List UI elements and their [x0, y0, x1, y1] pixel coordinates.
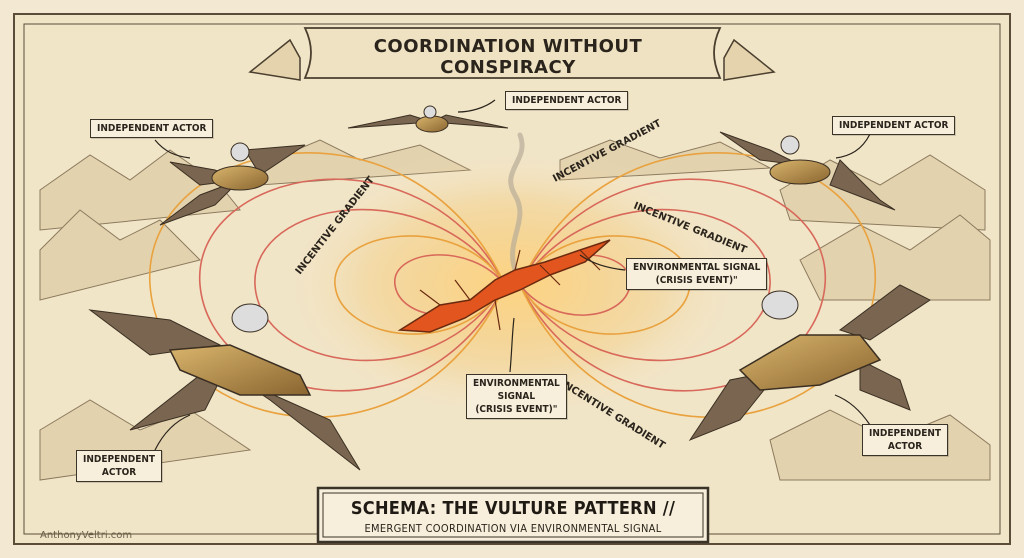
schema-caption: SCHEMA: THE VULTURE PATTERN // EMERGENT … — [318, 490, 708, 542]
credit-watermark: AnthonyVeltri.com — [40, 530, 133, 541]
schema-box — [316, 486, 710, 544]
vulture-bottom-right — [688, 284, 931, 442]
crisis-crack — [397, 239, 611, 333]
actor-label-bottom-right: INDEPENDENT ACTOR — [862, 424, 949, 456]
signal-label-right: ENVIRONMENTAL SIGNAL (CRISIS EVENT)" — [626, 258, 768, 290]
actor-label-bottom-left: INDEPENDENT ACTOR — [76, 450, 163, 482]
incentive-gradient-field — [149, 152, 876, 418]
vulture-top-center — [347, 105, 509, 133]
schema-title: SCHEMA: THE VULTURE PATTERN // — [350, 498, 676, 519]
actor-label-top-right: INDEPENDENT ACTOR — [832, 116, 956, 135]
pointer-arrows — [154, 99, 871, 451]
signal-label-center: ENVIRONMENTAL SIGNAL (CRISIS EVENT)" — [466, 374, 567, 419]
vulture-top-right — [719, 131, 896, 211]
schema-box-inner — [322, 492, 704, 538]
actor-label-top-left: INDEPENDENT ACTOR — [90, 119, 214, 138]
vulture-top-left — [159, 142, 306, 226]
smoke-plume — [508, 132, 525, 273]
vulture-bottom-left — [88, 303, 361, 471]
page-title: COORDINATION WITHOUT CONSPIRACY — [373, 36, 643, 78]
schema-subtitle: EMERGENT COORDINATION VIA ENVIRONMENTAL … — [364, 522, 662, 535]
actor-label-top-center: INDEPENDENT ACTOR — [505, 91, 629, 110]
title-banner — [248, 27, 776, 81]
